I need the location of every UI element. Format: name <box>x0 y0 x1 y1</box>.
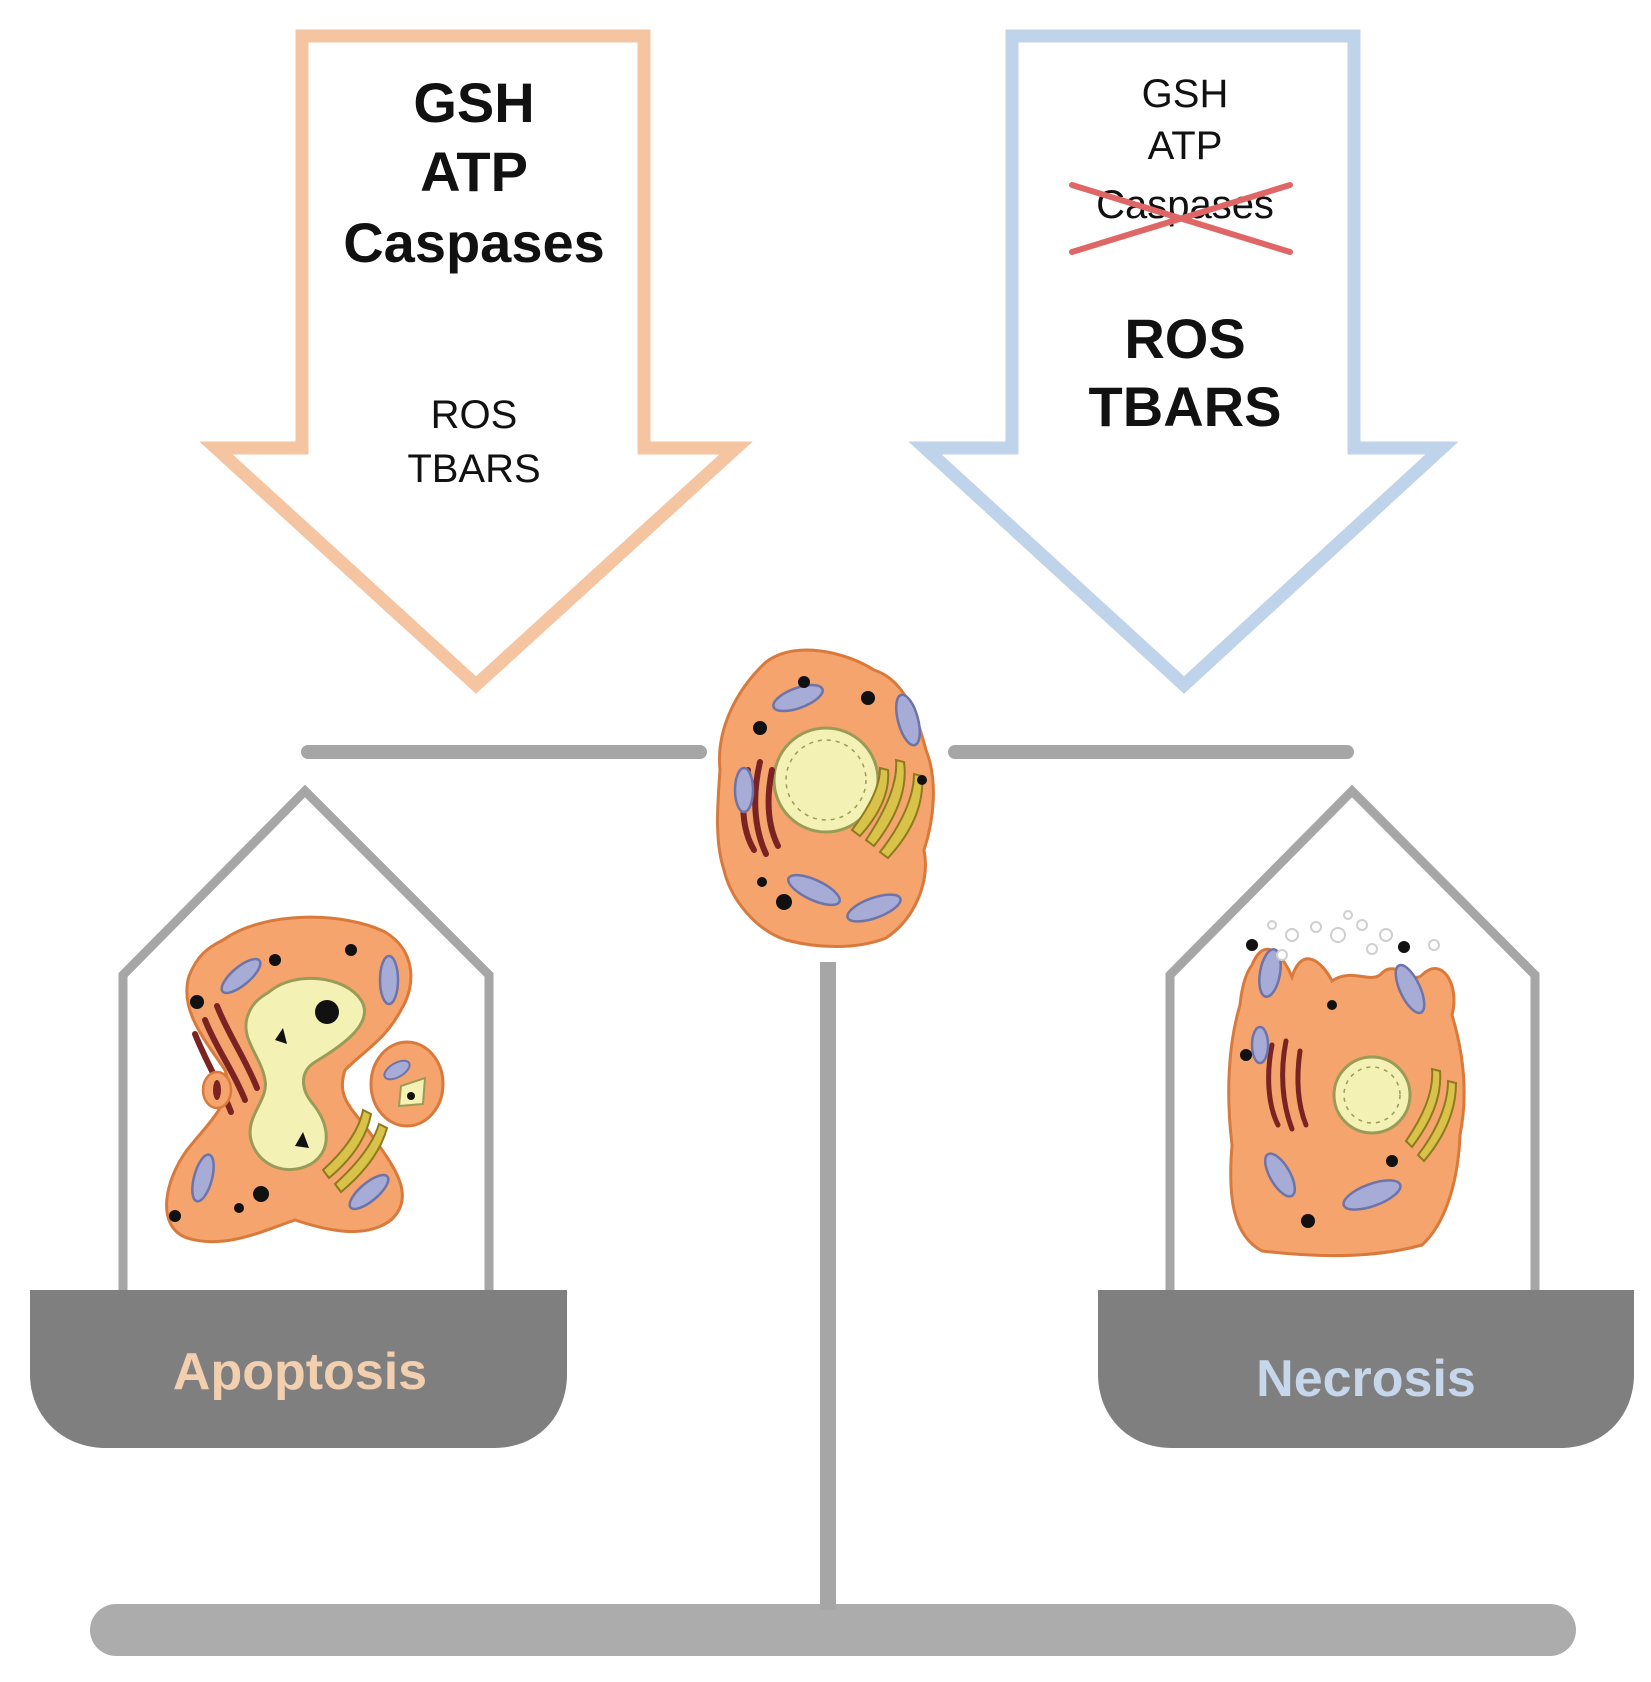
right-arrow-outline <box>908 29 1459 694</box>
scale-stand <box>820 962 836 1610</box>
right-arrow-high-label-ros: ROS <box>1124 307 1245 370</box>
left-arrow-high-label-gsh: GSH <box>413 71 534 134</box>
left-pan-bowl <box>30 1290 567 1448</box>
left-arrow-low-label-tbars: TBARS <box>407 447 540 491</box>
right-pan: Necrosis <box>1098 1290 1634 1448</box>
left-arrow-low-label-ros: ROS <box>431 393 518 437</box>
right-arrow-high-label-tbars: TBARS <box>1089 375 1282 438</box>
apoptotic-cell-illustration <box>165 915 445 1244</box>
left-arrow-high-label-caspases: Caspases <box>343 211 605 274</box>
right-arrow: GSH ATP Caspases ROS TBARS <box>908 29 1459 694</box>
left-pan: Apoptosis <box>30 1290 567 1448</box>
necrotic-cell-illustration <box>1227 910 1466 1258</box>
left-arrow-outline <box>199 29 753 694</box>
left-arrow-high-label-atp: ATP <box>420 140 528 203</box>
right-arrow-low-label-gsh: GSH <box>1142 72 1229 116</box>
left-arrow: GSH ATP Caspases ROS TBARS <box>199 29 753 694</box>
left-pan-label-apoptosis: Apoptosis <box>173 1343 427 1401</box>
right-arrow-low-label-atp: ATP <box>1148 124 1223 168</box>
cross-out-mark <box>1069 182 1293 255</box>
right-pan-label-necrosis: Necrosis <box>1256 1350 1476 1408</box>
necrosis-membrane-fragments <box>1267 910 1440 961</box>
normal-cell-illustration <box>716 648 935 948</box>
right-pan-bowl <box>1098 1290 1634 1448</box>
scale-base <box>90 1604 1576 1656</box>
